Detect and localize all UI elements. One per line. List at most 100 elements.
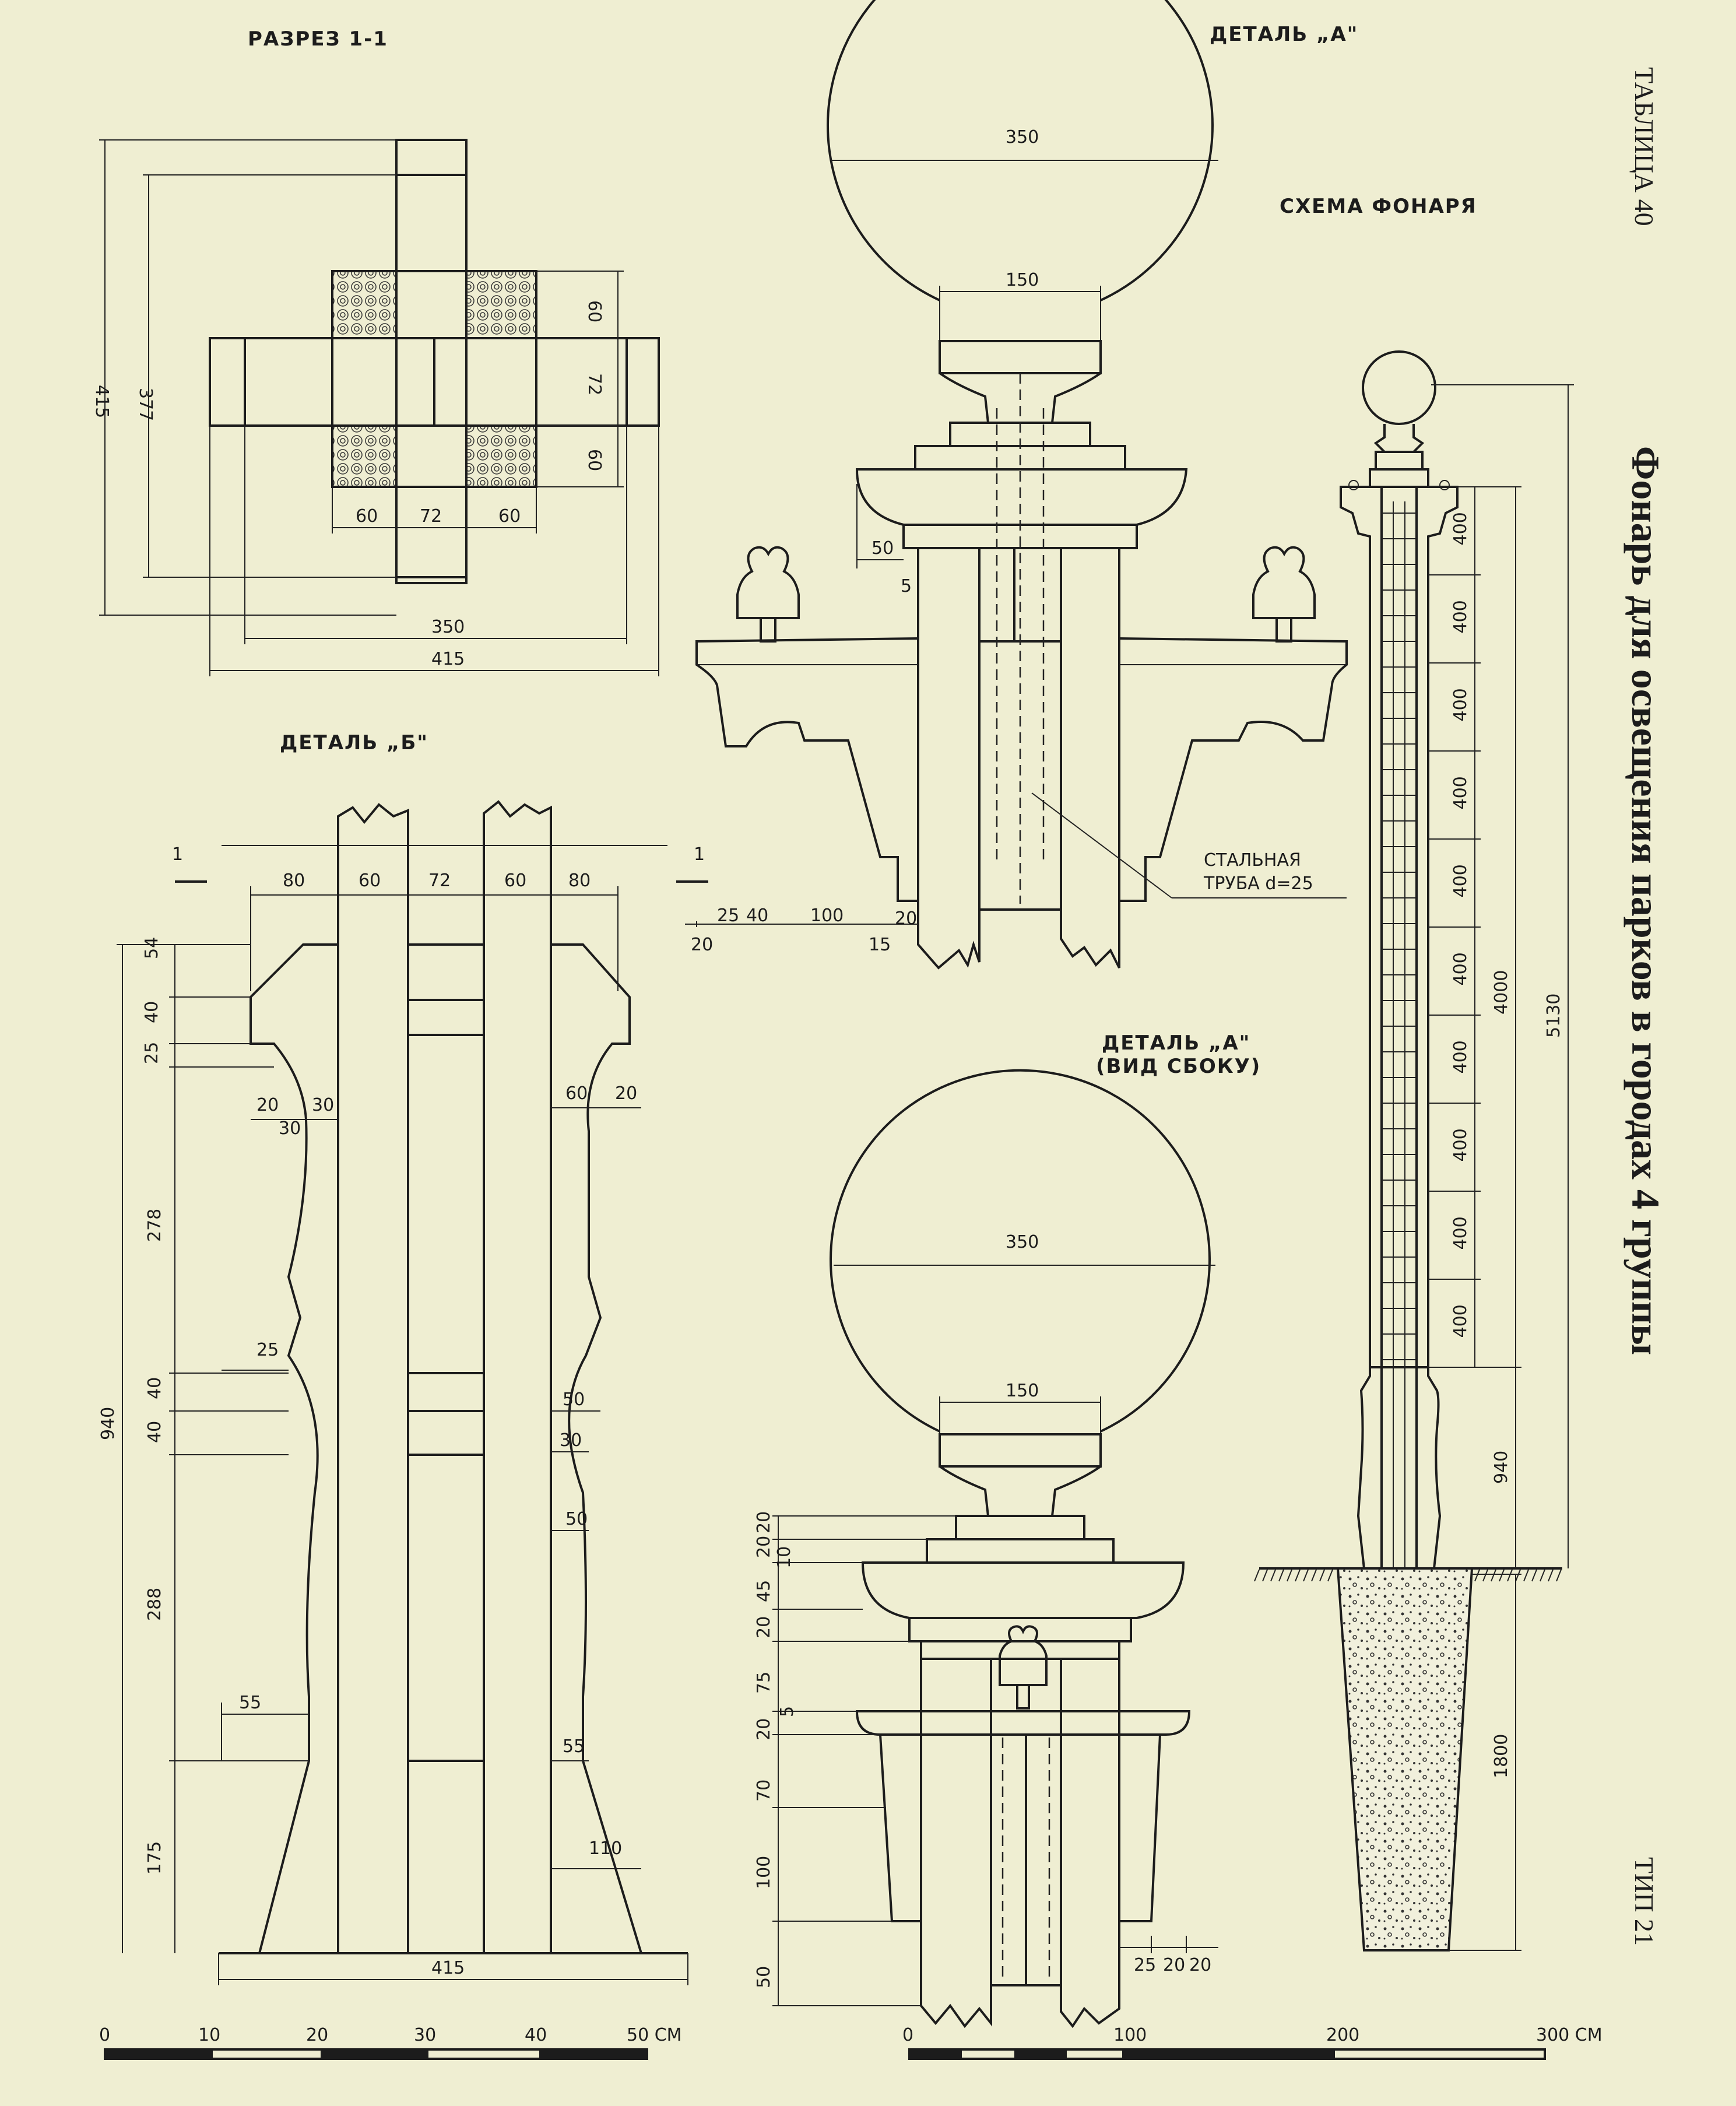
dim-278: 278: [145, 1209, 165, 1242]
ground-hatch: [1303, 1569, 1309, 1582]
section-1-1: РАЗРЕЗ 1-1 415 377 60 72 60 60 72 60 350…: [92, 27, 660, 676]
dim-55-b: 55: [563, 1736, 585, 1757]
scale-b-10: 10: [198, 2025, 220, 2045]
detail-a-side-subtitle: (ВИД СБОКУ): [1096, 1055, 1261, 1078]
ground-hatch: [1262, 1569, 1268, 1582]
dim-5130: 5130: [1544, 994, 1564, 1038]
dim-5-a: 5: [901, 576, 912, 596]
dim-288: 288: [145, 1588, 165, 1621]
scheme-title: СХЕМА ФОНАРЯ: [1280, 195, 1477, 218]
ground-hatch: [1270, 1569, 1276, 1582]
dim-377: 377: [135, 388, 156, 421]
cut-mark-left: 1: [172, 844, 183, 865]
cut-mark-right: 1: [694, 844, 705, 865]
segment-dim: 400: [1450, 1304, 1471, 1338]
dim-80-right: 80: [568, 871, 591, 891]
ground-hatch: [1556, 1569, 1562, 1582]
table-label: ТАБЛИЦА 40: [1629, 67, 1659, 226]
scale-a-200: 200: [1326, 2025, 1359, 2045]
ground-hatch: [1295, 1569, 1301, 1582]
dim-60-inner: 60: [565, 1083, 588, 1104]
sheet-title: Фонарь для освещения парков в городах 4 …: [1623, 446, 1668, 1355]
ground-hatch: [1327, 1569, 1333, 1582]
section-title: РАЗРЕЗ 1-1: [248, 27, 388, 51]
ground-hatch: [1540, 1569, 1545, 1582]
ground-hatch: [1548, 1569, 1554, 1582]
dim-72-a: 72: [584, 373, 605, 395]
dim-20-a: 20: [691, 935, 713, 955]
side-dim-70: 70: [754, 1779, 774, 1802]
detail-a-title: ДЕТАЛЬ „А": [1210, 23, 1358, 46]
side-globe-dim: 350: [1006, 1232, 1039, 1252]
side-neck-dim: 150: [1006, 1381, 1039, 1401]
dim-40-a: 40: [142, 1001, 162, 1023]
ground-hatch: [1311, 1569, 1317, 1582]
dim-100-a: 100: [810, 905, 844, 926]
dim-25-b: 25: [256, 1340, 279, 1360]
side-dim-20-a: 20: [754, 1511, 774, 1533]
segment-dim: 400: [1450, 1040, 1471, 1073]
dim-50-b: 50: [565, 1509, 588, 1529]
dim-50-a: 50: [563, 1389, 585, 1410]
pipe-label-2: ТРУБА d=25: [1203, 873, 1313, 894]
segment-dim: 400: [1450, 688, 1471, 721]
scale-a-0: 0: [902, 2025, 913, 2045]
dim-40-b: 40: [145, 1377, 165, 1399]
segment-dim: 400: [1450, 512, 1471, 545]
ground-hatch: [1287, 1569, 1292, 1582]
detail-b-title: ДЕТАЛЬ „Б": [280, 731, 428, 754]
side-dim-20-b: 20: [754, 1536, 774, 1558]
dim-55-a: 55: [239, 1693, 261, 1713]
ground-hatch: [1278, 1569, 1284, 1582]
side-dim-50: 50: [754, 1966, 774, 1988]
detail-a-side: ДЕТАЛЬ „А" (ВИД СБОКУ) 350 150 20 20 10 …: [754, 1031, 1603, 2060]
detail-a-side-title: ДЕТАЛЬ „А": [1102, 1031, 1250, 1055]
dim-25-a: 25: [717, 905, 739, 926]
detail-b: ДЕТАЛЬ „Б" 1 1 80 60 72 60 80 54 40 25 2…: [98, 731, 708, 2060]
side-dim-20-d: 20: [754, 1718, 774, 1740]
dim-940: 940: [98, 1407, 118, 1440]
dim-60-c: 60: [356, 506, 378, 526]
dim-60-b: 60: [584, 449, 605, 471]
dim-30-c: 30: [560, 1430, 582, 1451]
scale-b-50: 50 СМ: [627, 2025, 682, 2045]
ground-hatch: [1507, 1569, 1513, 1582]
dim-175: 175: [145, 1841, 165, 1875]
segment-dim: 400: [1450, 1216, 1471, 1249]
dim-415-horizontal: 415: [431, 649, 465, 669]
lantern-scheme: СХЕМА ФОНАРЯ 400400400400400400400400400…: [1254, 195, 1574, 1951]
dim-350: 350: [431, 617, 465, 637]
ground-hatch: [1319, 1569, 1325, 1582]
scale-a-300: 300 СМ: [1536, 2025, 1603, 2045]
scale-b-30: 30: [414, 2025, 436, 2045]
dim-4000: 4000: [1491, 970, 1512, 1015]
ground-hatch: [1515, 1569, 1521, 1582]
dim-415-bottom: 415: [431, 1958, 465, 1978]
dim-40-c: 40: [145, 1421, 165, 1443]
type-label: ТИП 21: [1629, 1857, 1659, 1946]
dim-60-a: 60: [584, 300, 605, 322]
neck-dim: 150: [1006, 270, 1039, 290]
dim-54: 54: [142, 937, 162, 959]
dim-940-scheme: 940: [1491, 1451, 1512, 1484]
segment-dim: 400: [1450, 864, 1471, 897]
dim-25-a: 25: [142, 1042, 162, 1064]
dim-72: 72: [428, 871, 451, 891]
dim-40-a: 40: [746, 905, 768, 926]
globe-dim: 350: [1006, 127, 1039, 148]
detail-a: ДЕТАЛЬ „А" 350 150 50 5 20 25 40 100 20 …: [685, 0, 1358, 970]
ground-hatch: [1474, 1569, 1480, 1582]
pipe-label-1: СТАЛЬНАЯ: [1204, 850, 1301, 871]
dim-80-left: 80: [283, 871, 305, 891]
ground-hatch: [1499, 1569, 1505, 1582]
ground-hatch: [1523, 1569, 1529, 1582]
side-dim-100: 100: [754, 1856, 774, 1889]
side-dim-75: 75: [754, 1672, 774, 1694]
dim-30-b: 30: [279, 1118, 301, 1139]
scale-b-0: 0: [99, 2025, 110, 2045]
side-dim-5: 5: [777, 1706, 797, 1717]
dim-60-left: 60: [359, 871, 381, 891]
segment-dim: 400: [1450, 952, 1471, 985]
scale-b-20: 20: [306, 2025, 328, 2045]
